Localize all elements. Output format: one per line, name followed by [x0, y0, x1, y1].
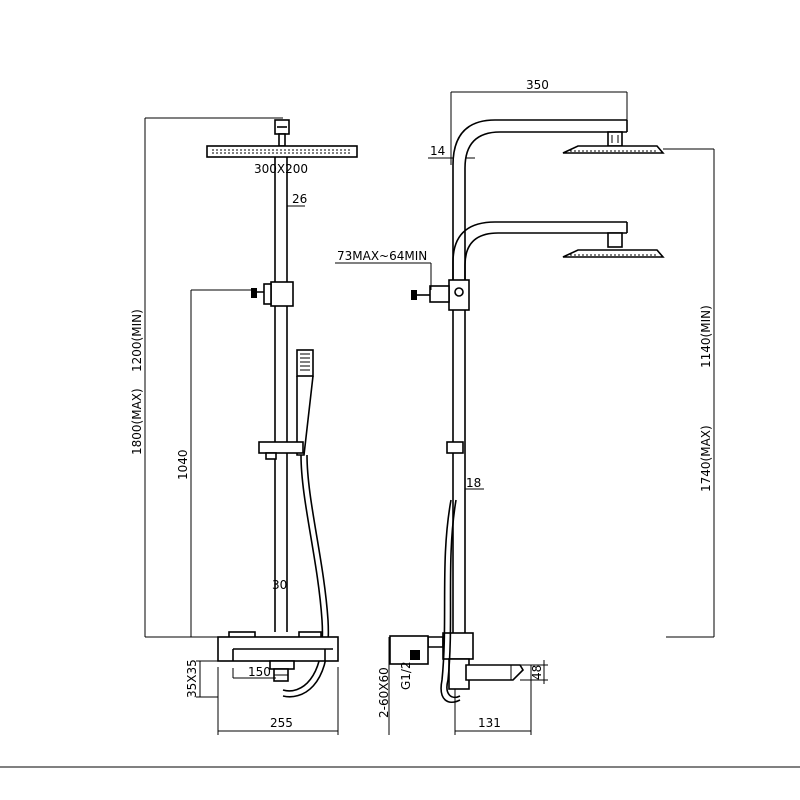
side-lower-arm: [452, 221, 628, 290]
front-view: 1800(MAX) 1200(MIN) 300X200 26: [130, 117, 358, 735]
front-mixer-dimensions: 35X35 150 255: [185, 659, 339, 735]
side-pipe-label: 18: [466, 476, 481, 490]
side-diverter: 73MAX~64MIN: [335, 249, 470, 311]
side-bracket-label: 2-60X60: [377, 667, 391, 718]
side-arm-thickness-label: 14: [430, 144, 445, 158]
front-hose: [282, 454, 330, 698]
front-min-height-label: 1200(MIN): [130, 309, 144, 372]
front-overall-height-label: 1800(MAX): [130, 388, 144, 455]
side-hose: [440, 499, 461, 704]
front-diverter-height-label: 1040: [176, 449, 190, 480]
side-height-dimension: 1140(MIN) 1740(MAX): [666, 149, 715, 638]
front-mixer-inlet-label: 35X35: [185, 659, 199, 698]
side-lower-shower-head: [562, 232, 665, 258]
side-lower-pipe: [452, 500, 466, 633]
front-mixer: [217, 631, 339, 682]
front-hand-shower: [296, 349, 314, 456]
front-hand-shower-holder: [258, 441, 304, 460]
side-spout-reach-label: 131: [478, 716, 501, 730]
side-max-height-label: 1740(MAX): [699, 425, 713, 492]
side-mixer-dimensions: 131 48 G1/2 2-60X60: [377, 637, 548, 735]
front-arm-diameter-label: 26: [292, 192, 307, 206]
front-head-size-label: 300X200: [254, 162, 308, 176]
front-shower-head: 300X200: [206, 119, 358, 176]
side-spout-height-label: 48: [530, 665, 544, 680]
side-reach-label: 350: [526, 78, 549, 92]
front-vertical-pipe: [274, 157, 288, 632]
side-view: 350 14: [335, 78, 715, 735]
side-slider: [446, 441, 464, 454]
side-min-height-label: 1140(MIN): [699, 305, 713, 368]
side-upper-arm: [452, 119, 628, 500]
front-pipe-diameter-label: 30: [272, 578, 287, 592]
side-upper-shower-head: [562, 131, 665, 154]
front-width-label: 255: [270, 716, 293, 730]
front-overall-height-dimension: 1800(MAX) 1200(MIN): [130, 117, 283, 638]
side-adjust-label: 73MAX~64MIN: [337, 249, 427, 263]
side-reach-dimension: 350: [450, 78, 628, 165]
side-mixer: [389, 632, 525, 690]
front-diverter: [191, 281, 294, 307]
side-thread-label: G1/2: [399, 661, 413, 690]
front-centers-label: 150: [248, 665, 271, 679]
front-diverter-height-dimension: 1040: [176, 290, 192, 637]
